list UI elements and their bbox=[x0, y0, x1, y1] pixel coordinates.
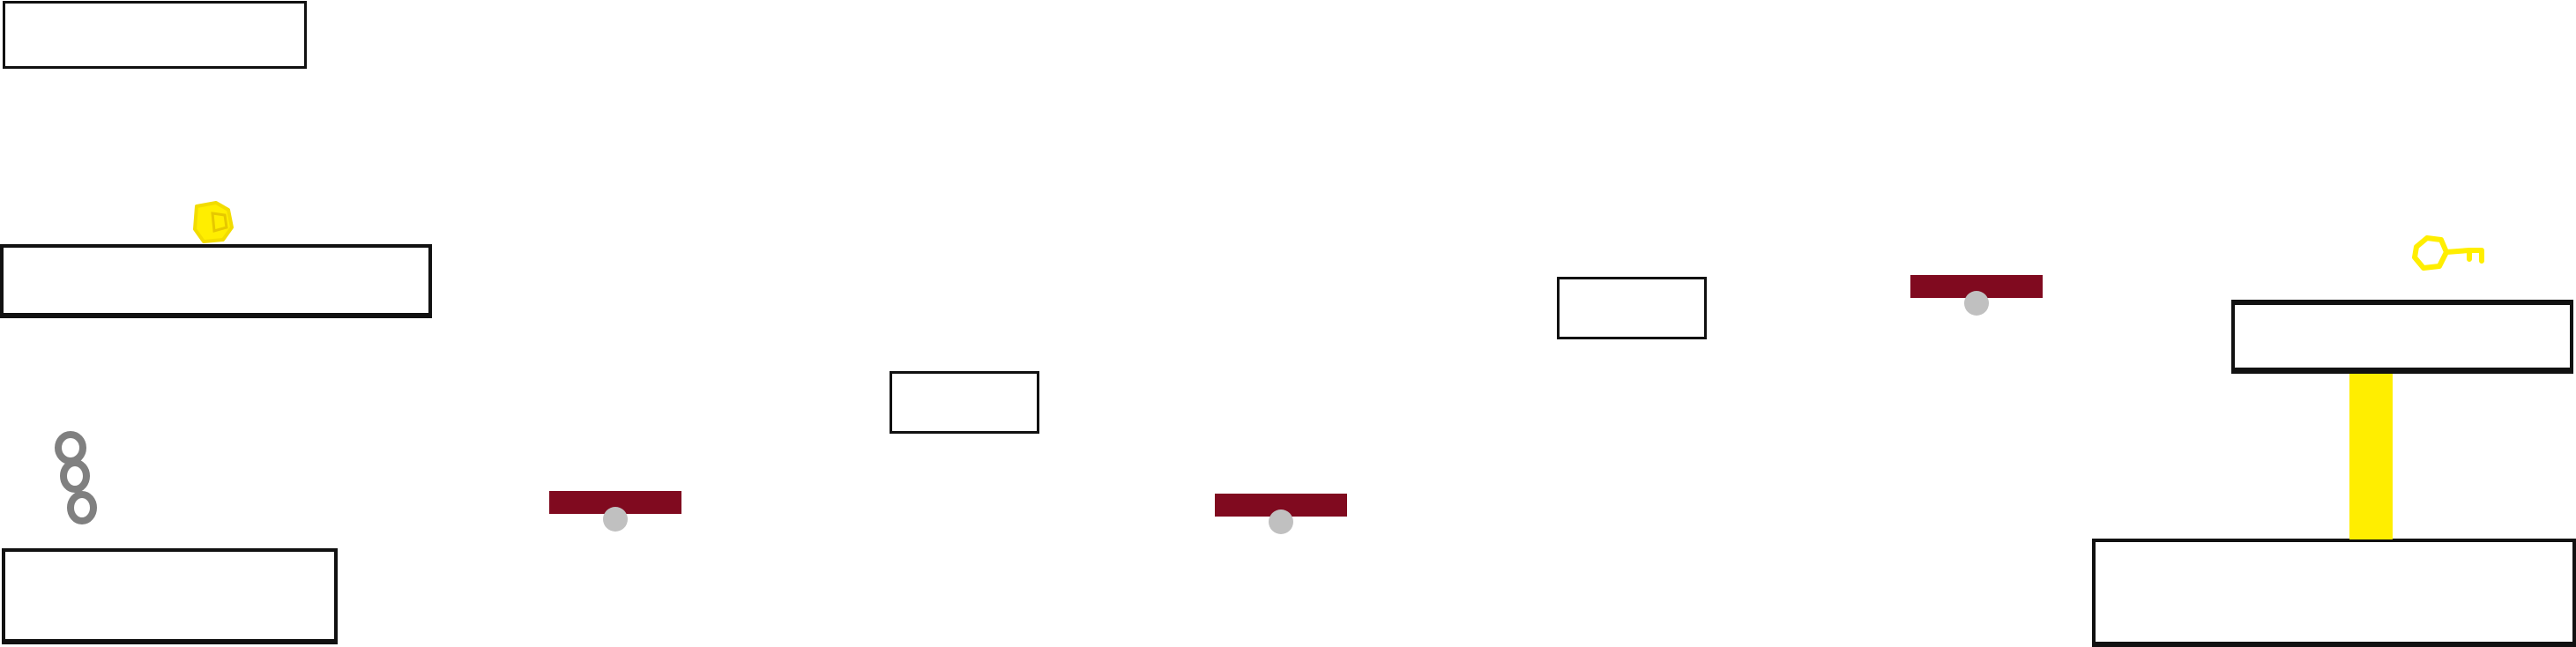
platform-upper-right bbox=[2231, 300, 2573, 374]
yellow-key-icon[interactable] bbox=[2408, 231, 2489, 279]
platform-mid-left bbox=[0, 244, 432, 318]
hover-pad-wheel bbox=[603, 507, 628, 532]
platform-small-right bbox=[1557, 277, 1707, 339]
hover-pad-wheel bbox=[1269, 509, 1293, 534]
hover-pad-left bbox=[549, 491, 681, 532]
hover-pad-center bbox=[1215, 494, 1347, 534]
hover-pad-right bbox=[1910, 275, 2043, 316]
yellow-pillar-door bbox=[2349, 374, 2393, 539]
gray-chain-icon[interactable] bbox=[49, 430, 102, 529]
platform-bottom-left bbox=[2, 548, 338, 644]
platform-bottom-right bbox=[2092, 539, 2576, 647]
yellow-gem-icon[interactable] bbox=[190, 197, 239, 247]
platform-top-left bbox=[3, 1, 307, 69]
platform-small-center bbox=[890, 371, 1039, 434]
hover-pad-wheel bbox=[1964, 291, 1989, 316]
